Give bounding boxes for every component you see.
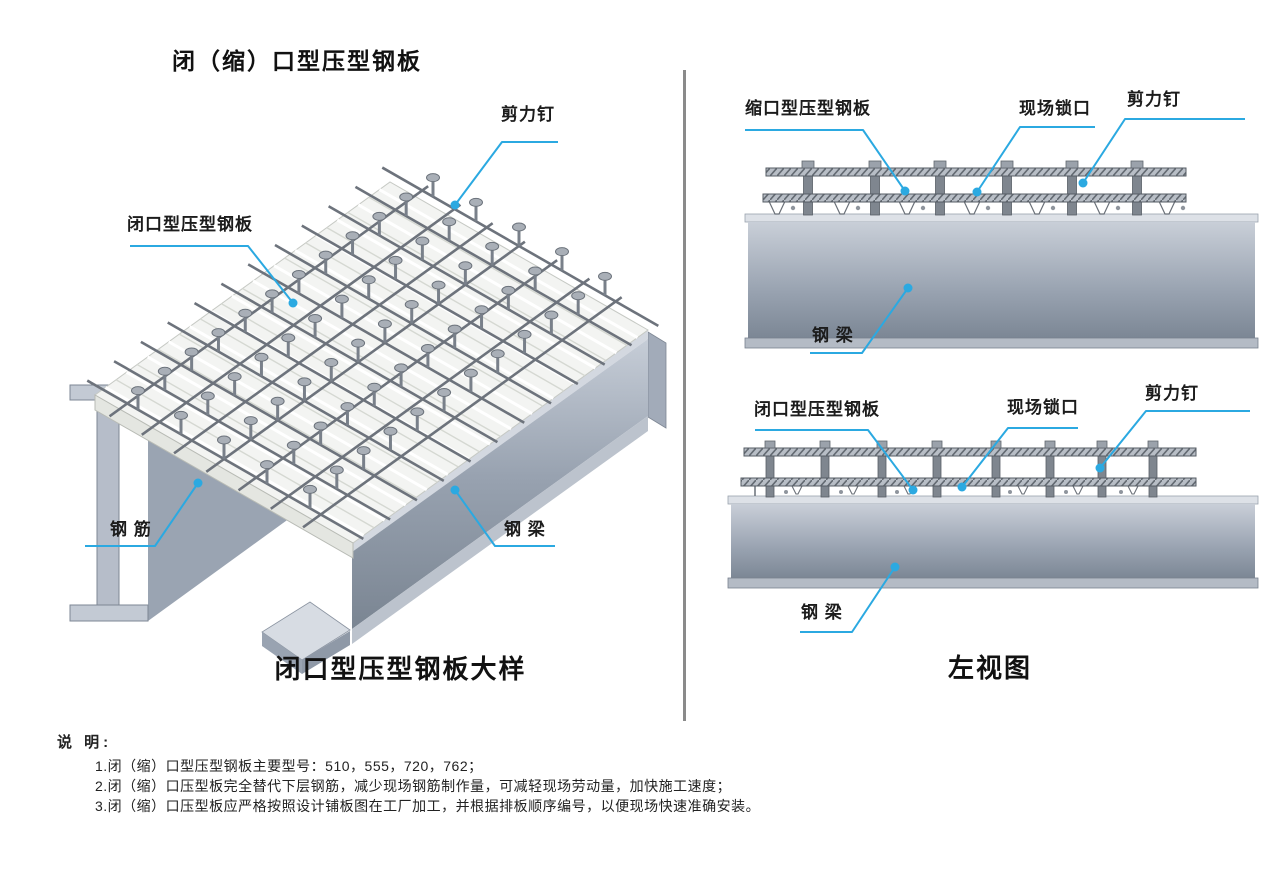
leader-lines: [85, 118, 1250, 633]
weld-dots-top: [790, 205, 1186, 211]
note-item-2: 2.闭（缩）口压型板完全替代下层钢筋，减少现场钢筋制作量，可减轻现场劳动量，加快…: [95, 778, 732, 794]
label-closed-deck-section: 闭口型压型钢板: [754, 400, 880, 419]
rebar-upper-top: [765, 167, 1187, 177]
panel-divider: [683, 70, 686, 721]
label-rebar-iso: 钢 筋: [110, 520, 152, 539]
section-necked-deck: [744, 160, 1259, 349]
caption-left-figure: 闭口型压型钢板大样: [274, 655, 527, 684]
right-beam: [261, 330, 667, 674]
rebar-grid: [86, 166, 659, 541]
notes-heading: 说 明:: [57, 734, 113, 751]
label-beam-iso: 钢 梁: [504, 520, 546, 539]
label-closed-deck-iso: 闭口型压型钢板: [127, 215, 253, 234]
studs-top: [803, 167, 1142, 216]
label-site-lock-top: 现场锁口: [1019, 99, 1091, 118]
label-shear-stud-bottom: 剪力钉: [1145, 384, 1199, 403]
section-closed-deck: [727, 440, 1259, 589]
label-necked-deck: 缩口型压型钢板: [745, 99, 871, 118]
stud-caps-top: [801, 160, 1144, 169]
note-item-1: 1.闭（缩）口型压型钢板主要型号：510，555，720，762；: [95, 758, 483, 774]
deck-front-edge: [94, 394, 354, 559]
page-title: 闭（缩）口型压型钢板: [172, 49, 422, 74]
label-beam-top: 钢 梁: [812, 326, 854, 345]
stud-caps-bottom: [764, 440, 1159, 449]
label-site-lock-bottom: 现场锁口: [1007, 398, 1079, 417]
rebar-upper-bottom: [743, 447, 1197, 457]
note-item-3: 3.闭（缩）口压型板应严格按照设计铺板图在工厂加工，并根据排板顺序编号，以便现场…: [95, 798, 761, 814]
shear-stud-caps: [131, 173, 612, 509]
label-beam-bottom: 钢 梁: [801, 603, 843, 622]
label-shear-stud-top: 剪力钉: [1127, 90, 1181, 109]
caption-right-figure: 左视图: [947, 654, 1032, 683]
label-shear-stud-iso: 剪力钉: [501, 105, 555, 124]
notes-block: 说 明: 1.闭（缩）口型压型钢板主要型号：510，555，720，762； 2…: [57, 731, 760, 816]
weld-dots-bottom: [784, 490, 1123, 494]
iso-deck-figure: [69, 166, 667, 674]
